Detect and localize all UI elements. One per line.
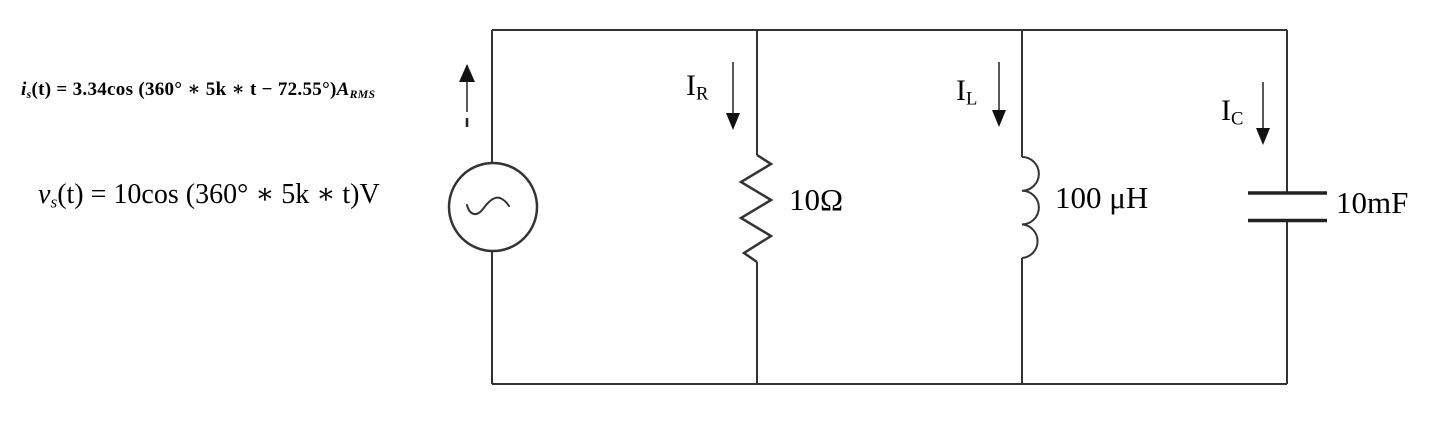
voltage-var-subscript: s	[50, 192, 58, 212]
current-unit: A	[336, 79, 350, 100]
sine-wave-icon	[466, 196, 510, 216]
current-var: i	[21, 79, 27, 100]
current-var-subscript: s	[26, 87, 32, 101]
voltage-unit: V	[359, 179, 380, 210]
current-equation-body: (t) = 3.34cos (360° ∗ 5k ∗ t − 72.55°)	[31, 79, 337, 100]
capacitor-symbol	[1248, 191, 1327, 223]
capacitor-current-subscript: C	[1231, 108, 1244, 130]
voltage-source-equation: vs(t) = 10cos (360° ∗ 5k ∗ t)V	[38, 179, 380, 212]
resistor-current-arrow-icon	[726, 62, 740, 130]
capacitor-value-label: 10mF	[1336, 185, 1409, 220]
inductor-value-label: 100 μH	[1055, 180, 1149, 215]
resistor-value-label: 10Ω	[789, 182, 844, 217]
voltage-equation-body: (t) = 10cos (360° ∗ 5k ∗ t)	[57, 179, 360, 210]
capacitor-current-label: IC	[1221, 94, 1243, 129]
current-source-equation: is(t) = 3.34cos (360° ∗ 5k ∗ t − 72.55°)…	[21, 79, 376, 101]
wires	[491, 29, 1288, 385]
resistor-current-subscript: R	[696, 83, 709, 105]
ac-source-symbol	[447, 161, 539, 253]
voltage-var: v	[38, 179, 51, 210]
inductor-current-label: IL	[956, 74, 977, 109]
inductor-current-arrow-icon	[992, 62, 1006, 127]
resistor-current-label: IR	[686, 69, 708, 104]
capacitor-current-var: I	[1221, 94, 1231, 127]
source-current-arrow-icon	[459, 64, 475, 127]
inductor-symbol	[1021, 156, 1040, 259]
ac-source-circle	[447, 161, 539, 253]
capacitor-current-arrow-icon	[1256, 82, 1270, 145]
resistor-symbol	[738, 153, 774, 264]
inductor-current-subscript: L	[966, 88, 978, 110]
resistor-current-var: I	[686, 69, 696, 102]
current-unit-subscript: RMS	[349, 87, 376, 101]
inductor-current-var: I	[956, 74, 966, 107]
